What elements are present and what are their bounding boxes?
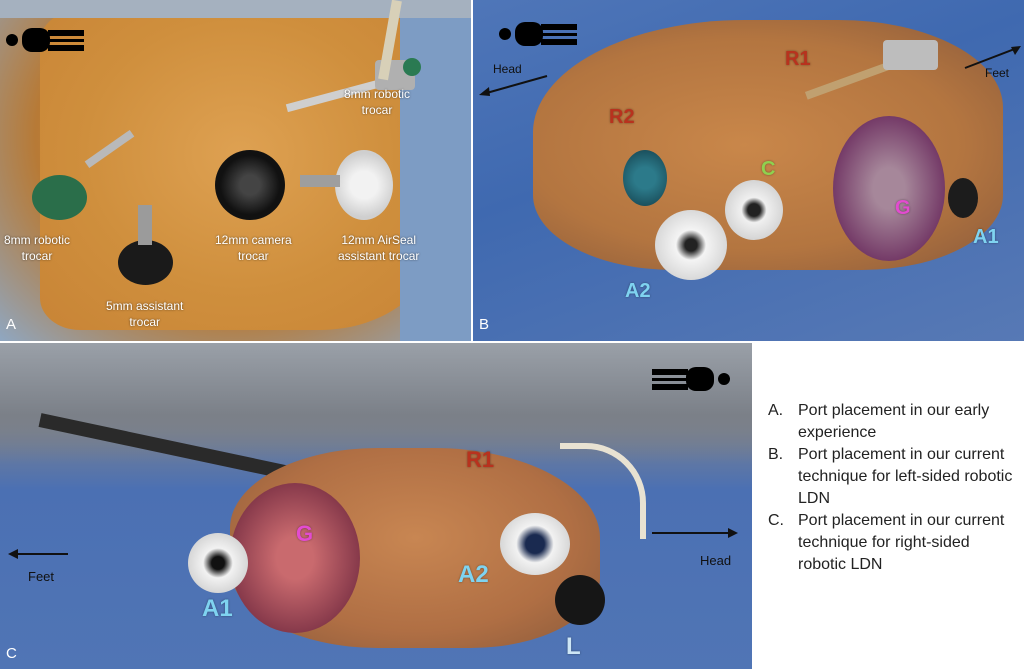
trocar-camera	[215, 150, 285, 220]
legend-text: Port placement in our current technique …	[798, 512, 1005, 573]
arrow-to-head	[479, 75, 548, 96]
gelport-g	[230, 483, 360, 633]
label-l: L	[566, 633, 581, 660]
label-a2: A2	[458, 561, 489, 588]
arrow-to-head	[652, 528, 738, 538]
gelport-g	[833, 116, 945, 261]
label-8mm-robotic-trocar-top: 8mm robotic trocar	[344, 87, 411, 117]
port-l	[555, 575, 605, 625]
patient-orientation-icon	[499, 22, 577, 46]
port-a2	[655, 210, 727, 280]
figure-legend: A. Port placement in our early experienc…	[768, 400, 1018, 576]
label-a1: A1	[202, 595, 233, 622]
panel-b-photo: Head Feet R1 R2 C G A1 A2 B	[473, 0, 1024, 341]
legend-item-c: C. Port placement in our current techniq…	[768, 510, 1018, 576]
trocar-8mm-left	[32, 129, 135, 225]
port-c	[725, 180, 783, 240]
panel-a-photo: 8mm robotic trocar 5mm assistant trocar …	[0, 0, 471, 341]
label-c: C	[761, 158, 776, 180]
patient-orientation-icon	[6, 28, 84, 52]
label-g: G	[895, 197, 911, 219]
port-a2	[500, 513, 570, 575]
label-r2: R2	[609, 106, 635, 128]
label-head: Head	[493, 62, 522, 76]
legend-text: Port placement in our current technique …	[798, 446, 1013, 507]
port-r2	[623, 150, 667, 206]
port-a1	[188, 533, 248, 593]
port-r1	[803, 35, 953, 100]
arrow-to-feet	[964, 46, 1021, 69]
label-g: G	[296, 521, 314, 546]
port-a1	[948, 178, 978, 218]
panel-letter-c: C	[6, 645, 17, 662]
drape-top	[0, 0, 471, 18]
robot-arm-drapes	[0, 343, 752, 463]
drape-right	[400, 0, 471, 341]
arrow-to-feet	[8, 549, 68, 559]
legend-text: Port placement in our early experience	[798, 402, 990, 441]
label-12mm-airseal-trocar: 12mm AirSeal assistant trocar	[338, 233, 420, 263]
label-a1: A1	[973, 226, 999, 248]
legend-item-b: B. Port placement in our current techniq…	[768, 444, 1018, 510]
label-8mm-robotic-trocar-left: 8mm robotic trocar	[4, 233, 71, 263]
label-r1: R1	[785, 48, 811, 70]
legend-letter: B.	[768, 446, 784, 463]
label-feet: Feet	[985, 66, 1010, 80]
legend-letter: C.	[768, 512, 784, 529]
label-head: Head	[700, 553, 732, 568]
trocar-airseal	[300, 140, 400, 225]
label-a2: A2	[625, 280, 651, 302]
panel-c-photo: Feet Head R1 G A1 A2 L C	[0, 343, 752, 669]
trocar-5mm	[118, 205, 178, 285]
legend-item-a: A. Port placement in our early experienc…	[768, 400, 1018, 444]
panel-letter-a: A	[6, 316, 17, 333]
panel-letter-b: B	[479, 316, 490, 333]
label-r1: R1	[466, 447, 495, 472]
patient-orientation-icon	[652, 367, 730, 391]
label-12mm-camera-trocar: 12mm camera trocar	[215, 233, 292, 263]
legend-letter: A.	[768, 402, 784, 419]
label-feet: Feet	[28, 569, 55, 584]
label-5mm-assistant-trocar: 5mm assistant trocar	[106, 299, 184, 329]
tubing	[560, 443, 646, 539]
